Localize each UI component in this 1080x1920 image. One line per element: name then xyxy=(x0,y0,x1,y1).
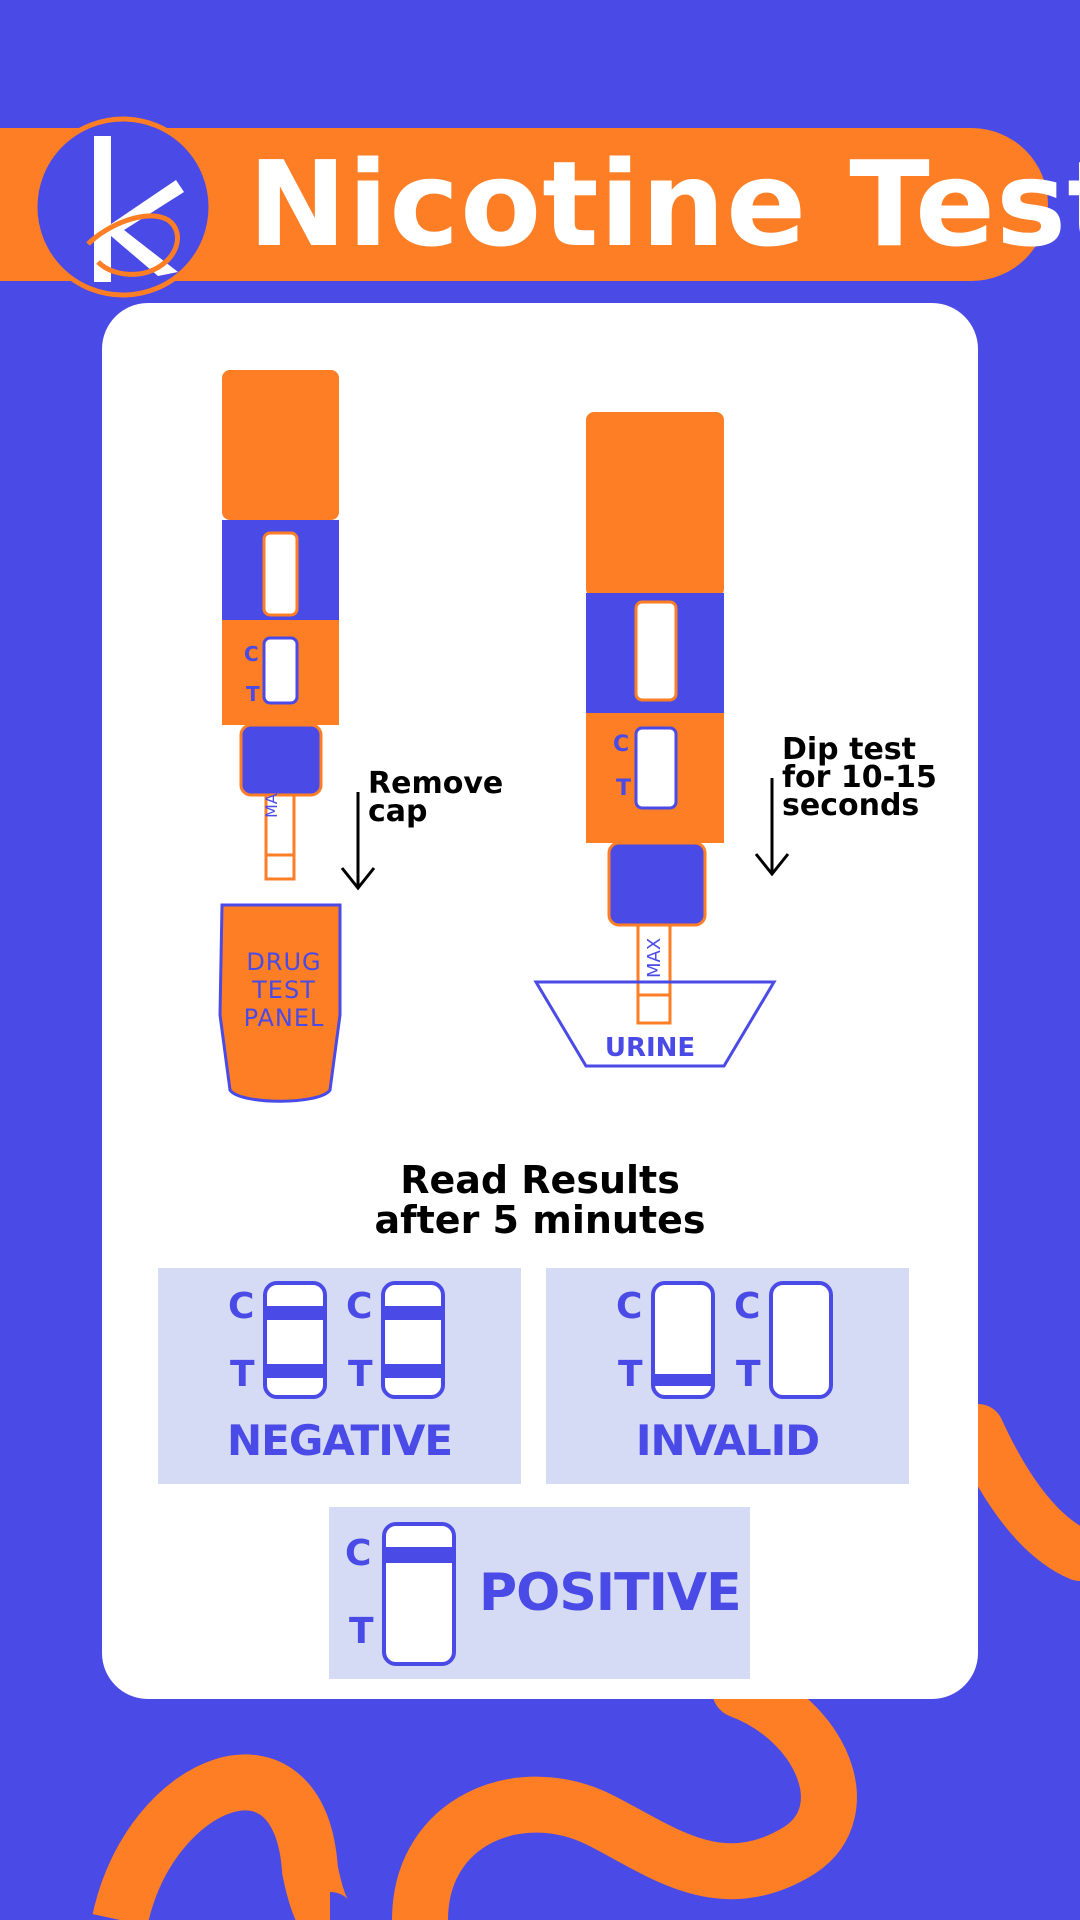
step1-caption-line-2: cap xyxy=(368,794,428,829)
invalid-t-label: T xyxy=(618,1354,643,1395)
arrow-down-icon xyxy=(340,792,376,891)
step1-c-label: C xyxy=(244,642,259,666)
step1-caption: Remove cap xyxy=(368,766,504,829)
negative-c-label: C xyxy=(228,1286,255,1327)
step2-caption: Dip test for 10-15 seconds xyxy=(782,732,937,823)
result-negative-panel: C T C T NEGATIVE xyxy=(158,1268,521,1484)
invalid-c-label: C xyxy=(616,1286,643,1327)
test-device-dipped-illustration xyxy=(533,412,777,1068)
positive-c-label: C xyxy=(345,1533,372,1574)
positive-label: POSITIVE xyxy=(479,1563,742,1623)
step1-caption-line-1: Remove xyxy=(368,766,504,801)
step2-t-label: T xyxy=(616,776,632,801)
negative-window-2 xyxy=(381,1281,445,1399)
invalid-t-label-2: T xyxy=(736,1354,761,1395)
invalid-c-label-2: C xyxy=(734,1286,761,1327)
invalid-window-2 xyxy=(769,1281,833,1399)
test-device-capped-illustration xyxy=(218,370,342,1103)
page-title: Nicotine Test xyxy=(248,135,1080,273)
cap-text-line-1: DRUG xyxy=(246,948,322,976)
read-results-line-1: Read Results xyxy=(400,1158,680,1202)
read-results-line-2: after 5 minutes xyxy=(374,1198,706,1242)
cap-text-line-2: TEST xyxy=(252,976,316,1004)
arrow-down-icon xyxy=(754,778,790,877)
result-positive-panel: C T POSITIVE xyxy=(329,1507,750,1679)
cup-label: URINE xyxy=(604,1033,696,1063)
invalid-label: INVALID xyxy=(635,1416,820,1465)
read-results-heading: Read Results after 5 minutes xyxy=(0,1160,1080,1240)
step2-caption-line-3: seconds xyxy=(782,788,920,823)
step2-caption-line-1: Dip test xyxy=(782,732,916,767)
negative-t-label: T xyxy=(230,1354,255,1395)
negative-label: NEGATIVE xyxy=(226,1416,453,1465)
cap-text: DRUG TEST PANEL xyxy=(226,948,342,1032)
step1-t-label: T xyxy=(246,682,260,706)
negative-window-1 xyxy=(263,1281,327,1399)
result-invalid-panel: C T C T INVALID xyxy=(546,1268,909,1484)
negative-c-label-2: C xyxy=(346,1286,373,1327)
step2-c-label: C xyxy=(613,732,630,757)
invalid-window-1 xyxy=(651,1281,715,1399)
brand-logo-icon xyxy=(32,116,214,298)
negative-t-label-2: T xyxy=(348,1354,373,1395)
cap-text-line-3: PANEL xyxy=(243,1004,325,1032)
step2-caption-line-2: for 10-15 xyxy=(782,760,937,795)
positive-window xyxy=(382,1522,456,1666)
step2-max-label: MAX xyxy=(644,937,665,978)
step1-max-label: MAX xyxy=(262,782,281,818)
positive-t-label: T xyxy=(349,1611,374,1652)
